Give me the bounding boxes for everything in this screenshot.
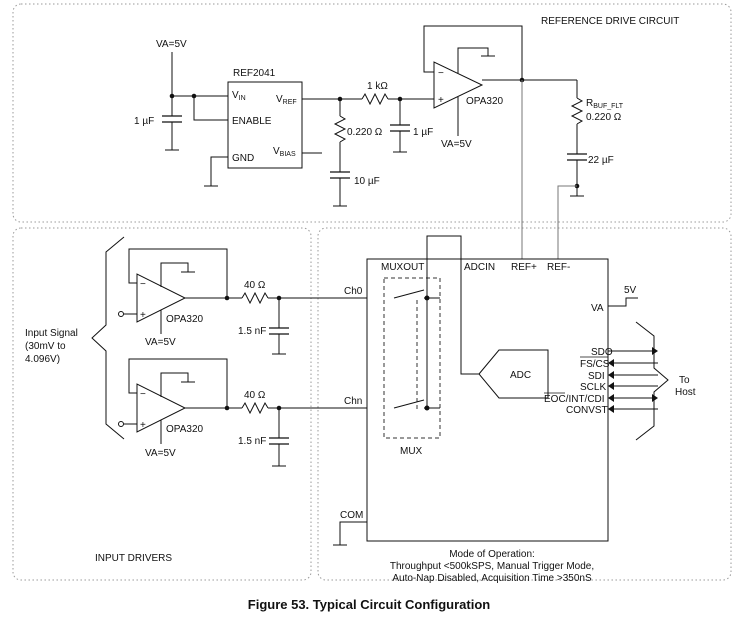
- esr-resistor-label: 0.220 Ω: [347, 127, 383, 138]
- series-resistor-label: 1 kΩ: [367, 81, 388, 92]
- pin-vref-label: VREF: [276, 94, 297, 106]
- adc-block: [478, 349, 549, 399]
- mux-switch-1: [393, 399, 425, 409]
- driver-amp-label-0: OPA320: [166, 314, 203, 325]
- driver-cap-label-1: 1.5 nF: [238, 436, 266, 447]
- figure-caption: Figure 53. Typical Circuit Configuration: [248, 597, 491, 612]
- mux-switch-0: [393, 289, 425, 299]
- mux-label: MUX: [400, 446, 423, 457]
- adc-chip: [366, 258, 609, 542]
- driver-supply-label-0: VA=5V: [145, 337, 176, 348]
- input-signal-line-2: (30mV to: [25, 341, 66, 352]
- resistor-1k: [361, 92, 389, 106]
- adc-label: ADC: [510, 370, 531, 381]
- pin-gnd-label: GND: [232, 153, 254, 164]
- driver-resistor-label-0: 40 Ω: [244, 280, 266, 291]
- pin-enable-label: ENABLE: [232, 116, 272, 127]
- pin-vref-main: V: [276, 94, 283, 105]
- pin-vbias-label: VBIAS: [273, 146, 296, 158]
- pin-adcin: ADCIN: [464, 262, 495, 273]
- pin-eoc-int-cdi: EOC/INT/CDI: [544, 394, 605, 405]
- mode-line-2: Throughput <500kSPS, Manual Trigger Mode…: [390, 561, 594, 572]
- va-pin-label: VA: [591, 303, 604, 314]
- pin-ref-minus: REF-: [547, 262, 570, 273]
- pin-vbias-main: V: [273, 146, 280, 157]
- mode-line-1: Mode of Operation:: [449, 549, 535, 560]
- input-signal-line-3: 4.096V): [25, 354, 60, 365]
- pin-vref-sub: REF: [283, 99, 297, 106]
- com-pin-label: COM: [340, 510, 363, 521]
- pin-convst: CONVST: [566, 405, 608, 416]
- input-drivers: Input Signal (30mV to 4.096V) − + OPA320…: [25, 236, 384, 467]
- host-bracket: [635, 321, 669, 441]
- input-bracket: [91, 236, 125, 440]
- vbias-cap-label: 10 µF: [354, 176, 380, 187]
- buffer-amp-label: OPA320: [466, 96, 503, 107]
- digital-signal-lines: [608, 347, 658, 413]
- svg-text:−: −: [140, 389, 146, 400]
- filter-cap-label: 1 µF: [413, 127, 433, 138]
- pin-vin-label: VIN: [232, 90, 246, 102]
- driver-supply-label-1: VA=5V: [145, 448, 176, 459]
- resistor-rbuf: [570, 97, 584, 125]
- muxout-loop: [426, 235, 479, 375]
- pin-sdo: SDO: [591, 347, 613, 358]
- ref-supply-label: VA=5V: [156, 39, 187, 50]
- rbuf-value: 0.220 Ω: [586, 112, 622, 123]
- svg-text:+: +: [140, 310, 146, 321]
- adc-device: MUXOUT ADCIN REF+ REF- MUX ADC VA 5V COM…: [333, 235, 696, 584]
- output-cap-label: 22 µF: [588, 155, 614, 166]
- buffer-supply-label: VA=5V: [441, 139, 472, 150]
- svg-text:−: −: [140, 279, 146, 290]
- pin-vbias-sub: BIAS: [280, 151, 296, 158]
- rbuf-label: RBUF_FLT: [586, 98, 624, 110]
- host-label-line-2: Host: [675, 387, 696, 398]
- rbuf-sub: BUF_FLT: [593, 103, 624, 110]
- ref-minus-feed: [557, 185, 577, 259]
- input-drivers-frame: [12, 227, 312, 581]
- resistor-esr: [333, 115, 347, 143]
- pin-vin-sub: IN: [239, 95, 246, 102]
- ref2041-name: REF2041: [233, 68, 276, 79]
- input-terminal-0: [118, 311, 124, 317]
- input-cap-label: 1 µF: [134, 116, 154, 127]
- rbuf-main: R: [586, 98, 593, 109]
- driver-resistor-1: [241, 401, 269, 415]
- mux-box: [383, 277, 441, 439]
- channel-label-1: Chn: [344, 396, 362, 407]
- pin-fs-cs: FS/CS: [580, 359, 610, 370]
- pin-sdi: SDI: [588, 371, 605, 382]
- pin-sclk: SCLK: [580, 382, 606, 393]
- mode-line-3: Auto-Nap Disabled, Acquisition Time >350…: [392, 573, 592, 584]
- pin-muxout: MUXOUT: [381, 262, 424, 273]
- driver-resistor-label-1: 40 Ω: [244, 390, 266, 401]
- svg-text:−: −: [438, 68, 444, 79]
- svg-text:+: +: [438, 95, 444, 106]
- svg-text:+: +: [140, 420, 146, 431]
- ref2041-chip: [227, 81, 303, 169]
- reference-drive-frame: [12, 3, 732, 223]
- driver-cap-label-0: 1.5 nF: [238, 326, 266, 337]
- driver-amp-label-1: OPA320: [166, 424, 203, 435]
- pin-vin-main: V: [232, 90, 239, 101]
- buffer-opamp: [433, 61, 484, 109]
- input-drivers-title: INPUT DRIVERS: [95, 553, 172, 564]
- channel-label-0: Ch0: [344, 286, 363, 297]
- adc-region-frame: [317, 227, 732, 581]
- input-signal-line-1: Input Signal: [25, 328, 78, 339]
- reference-drive-title: REFERENCE DRIVE CIRCUIT: [541, 16, 679, 27]
- driver-resistor-0: [241, 291, 269, 305]
- reference-drive-circuit: VA=5V 1 µF REF2041 VIN ENABLE GND VREF V…: [134, 25, 624, 259]
- host-label-line-1: To: [679, 375, 690, 386]
- input-terminal-1: [118, 421, 124, 427]
- va-supply-label: 5V: [624, 285, 637, 296]
- pin-ref-plus: REF+: [511, 262, 537, 273]
